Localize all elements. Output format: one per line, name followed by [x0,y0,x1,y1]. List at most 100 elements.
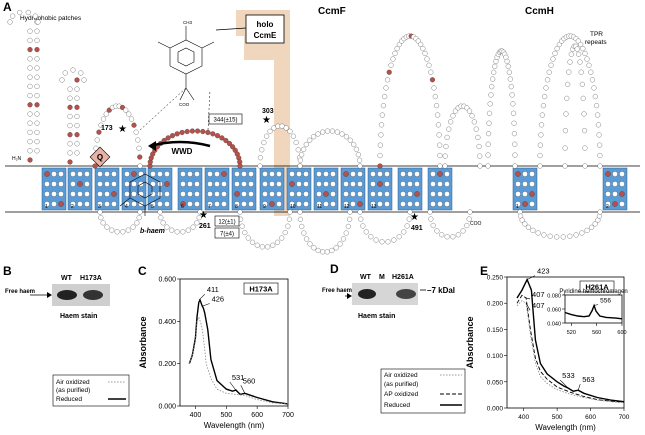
loop-residue [581,111,587,117]
loop-residue [595,112,601,118]
residue [289,181,295,187]
loop-residue [475,134,481,140]
loop-residue [194,220,200,226]
residue [370,191,376,197]
loop-residue [179,129,185,136]
loop-residue [504,58,510,64]
residue [221,181,227,187]
loop-residue [137,154,143,160]
x-tick-label: 600 [251,412,263,419]
loop-residue [373,237,379,243]
residue [612,171,618,177]
loop-residue [339,131,345,137]
loop-residue [506,69,512,75]
loop-residue [485,163,491,169]
loop-residue [436,132,442,138]
loop-residue [200,128,206,135]
holo-connector [215,27,247,31]
y-tick-label: 0.200 [158,361,176,368]
loop-residue [584,56,590,62]
loop-residue [123,107,129,113]
loop-residue [297,209,303,215]
loop-residue [297,157,303,163]
y-tick-label: 0.000 [158,404,176,411]
residue [58,171,64,177]
loop-residue [226,140,233,147]
helix-number: 13 [371,204,377,210]
loop-residue [580,95,586,101]
hydrophobic-label-text: Hydrophobic patches [20,15,82,22]
residue [289,201,295,207]
marker-d: –7 kDal [427,286,455,295]
loop-residue [34,111,40,117]
loop-residue [249,239,256,245]
star-491: ★ [410,212,419,223]
coo-label: COO [470,221,482,227]
loop-residue [169,227,175,233]
loop-residue [477,163,483,169]
loop-residue [10,13,16,19]
residue [437,181,443,187]
loop-residue [467,209,473,215]
loop-residue [396,234,402,240]
y-axis-label: Absorbance [465,316,475,368]
loop-residue [32,13,38,19]
x-tick-label: 600 [617,330,626,336]
peak-annotation: 411 [207,285,219,294]
legend-c-reduced: Reduced [56,396,82,403]
helix-number: 10 [290,204,296,210]
loop-residue [34,47,40,53]
loop-residue [184,128,190,135]
residue [51,201,57,207]
residue [269,201,275,207]
loop-residue [265,244,271,250]
helix-number: 11 [317,204,322,210]
loop-residue [564,95,570,101]
loop-residue [368,234,374,240]
residue [164,171,170,177]
residue [262,181,268,187]
loop-residue [579,81,585,87]
residue [296,171,302,177]
loop-residue [477,153,483,159]
loop-residue [541,232,547,238]
loop-residue [597,142,603,148]
loop-residue [596,132,602,138]
residue [221,171,227,177]
residue [44,171,50,177]
lane-h261a-d: H261A [392,274,414,281]
annotation-arrow [559,379,569,389]
loop-residue [74,86,80,92]
loop-residue [267,128,273,134]
loop-residue [428,216,434,222]
loop-residue [324,249,330,255]
residue [330,201,336,207]
residue [370,201,376,207]
residue [400,181,406,187]
loop-residue [434,228,440,234]
tpr-label-1: TPR [590,31,603,38]
loop-residue [333,245,339,251]
loop-residue [357,209,363,215]
residue [407,181,413,187]
panel-e-label: E [480,264,488,278]
loop-residue [114,229,120,235]
loop-residue [100,116,107,122]
loop-residue [351,141,357,148]
loop-residue [428,69,434,75]
residue [515,171,521,177]
residue [150,171,156,177]
residue [131,171,137,177]
loop-residue [27,102,33,108]
loop-residue [390,56,396,62]
loop-residue [293,139,299,146]
loop-residue [320,249,326,255]
loop-residue [552,50,558,56]
residue [131,201,137,207]
loop-residue [94,137,100,143]
residue [234,181,240,187]
loop-residue [448,119,454,125]
loop-residue [347,209,353,215]
residue [97,181,103,187]
chart-tag-box [579,280,615,293]
